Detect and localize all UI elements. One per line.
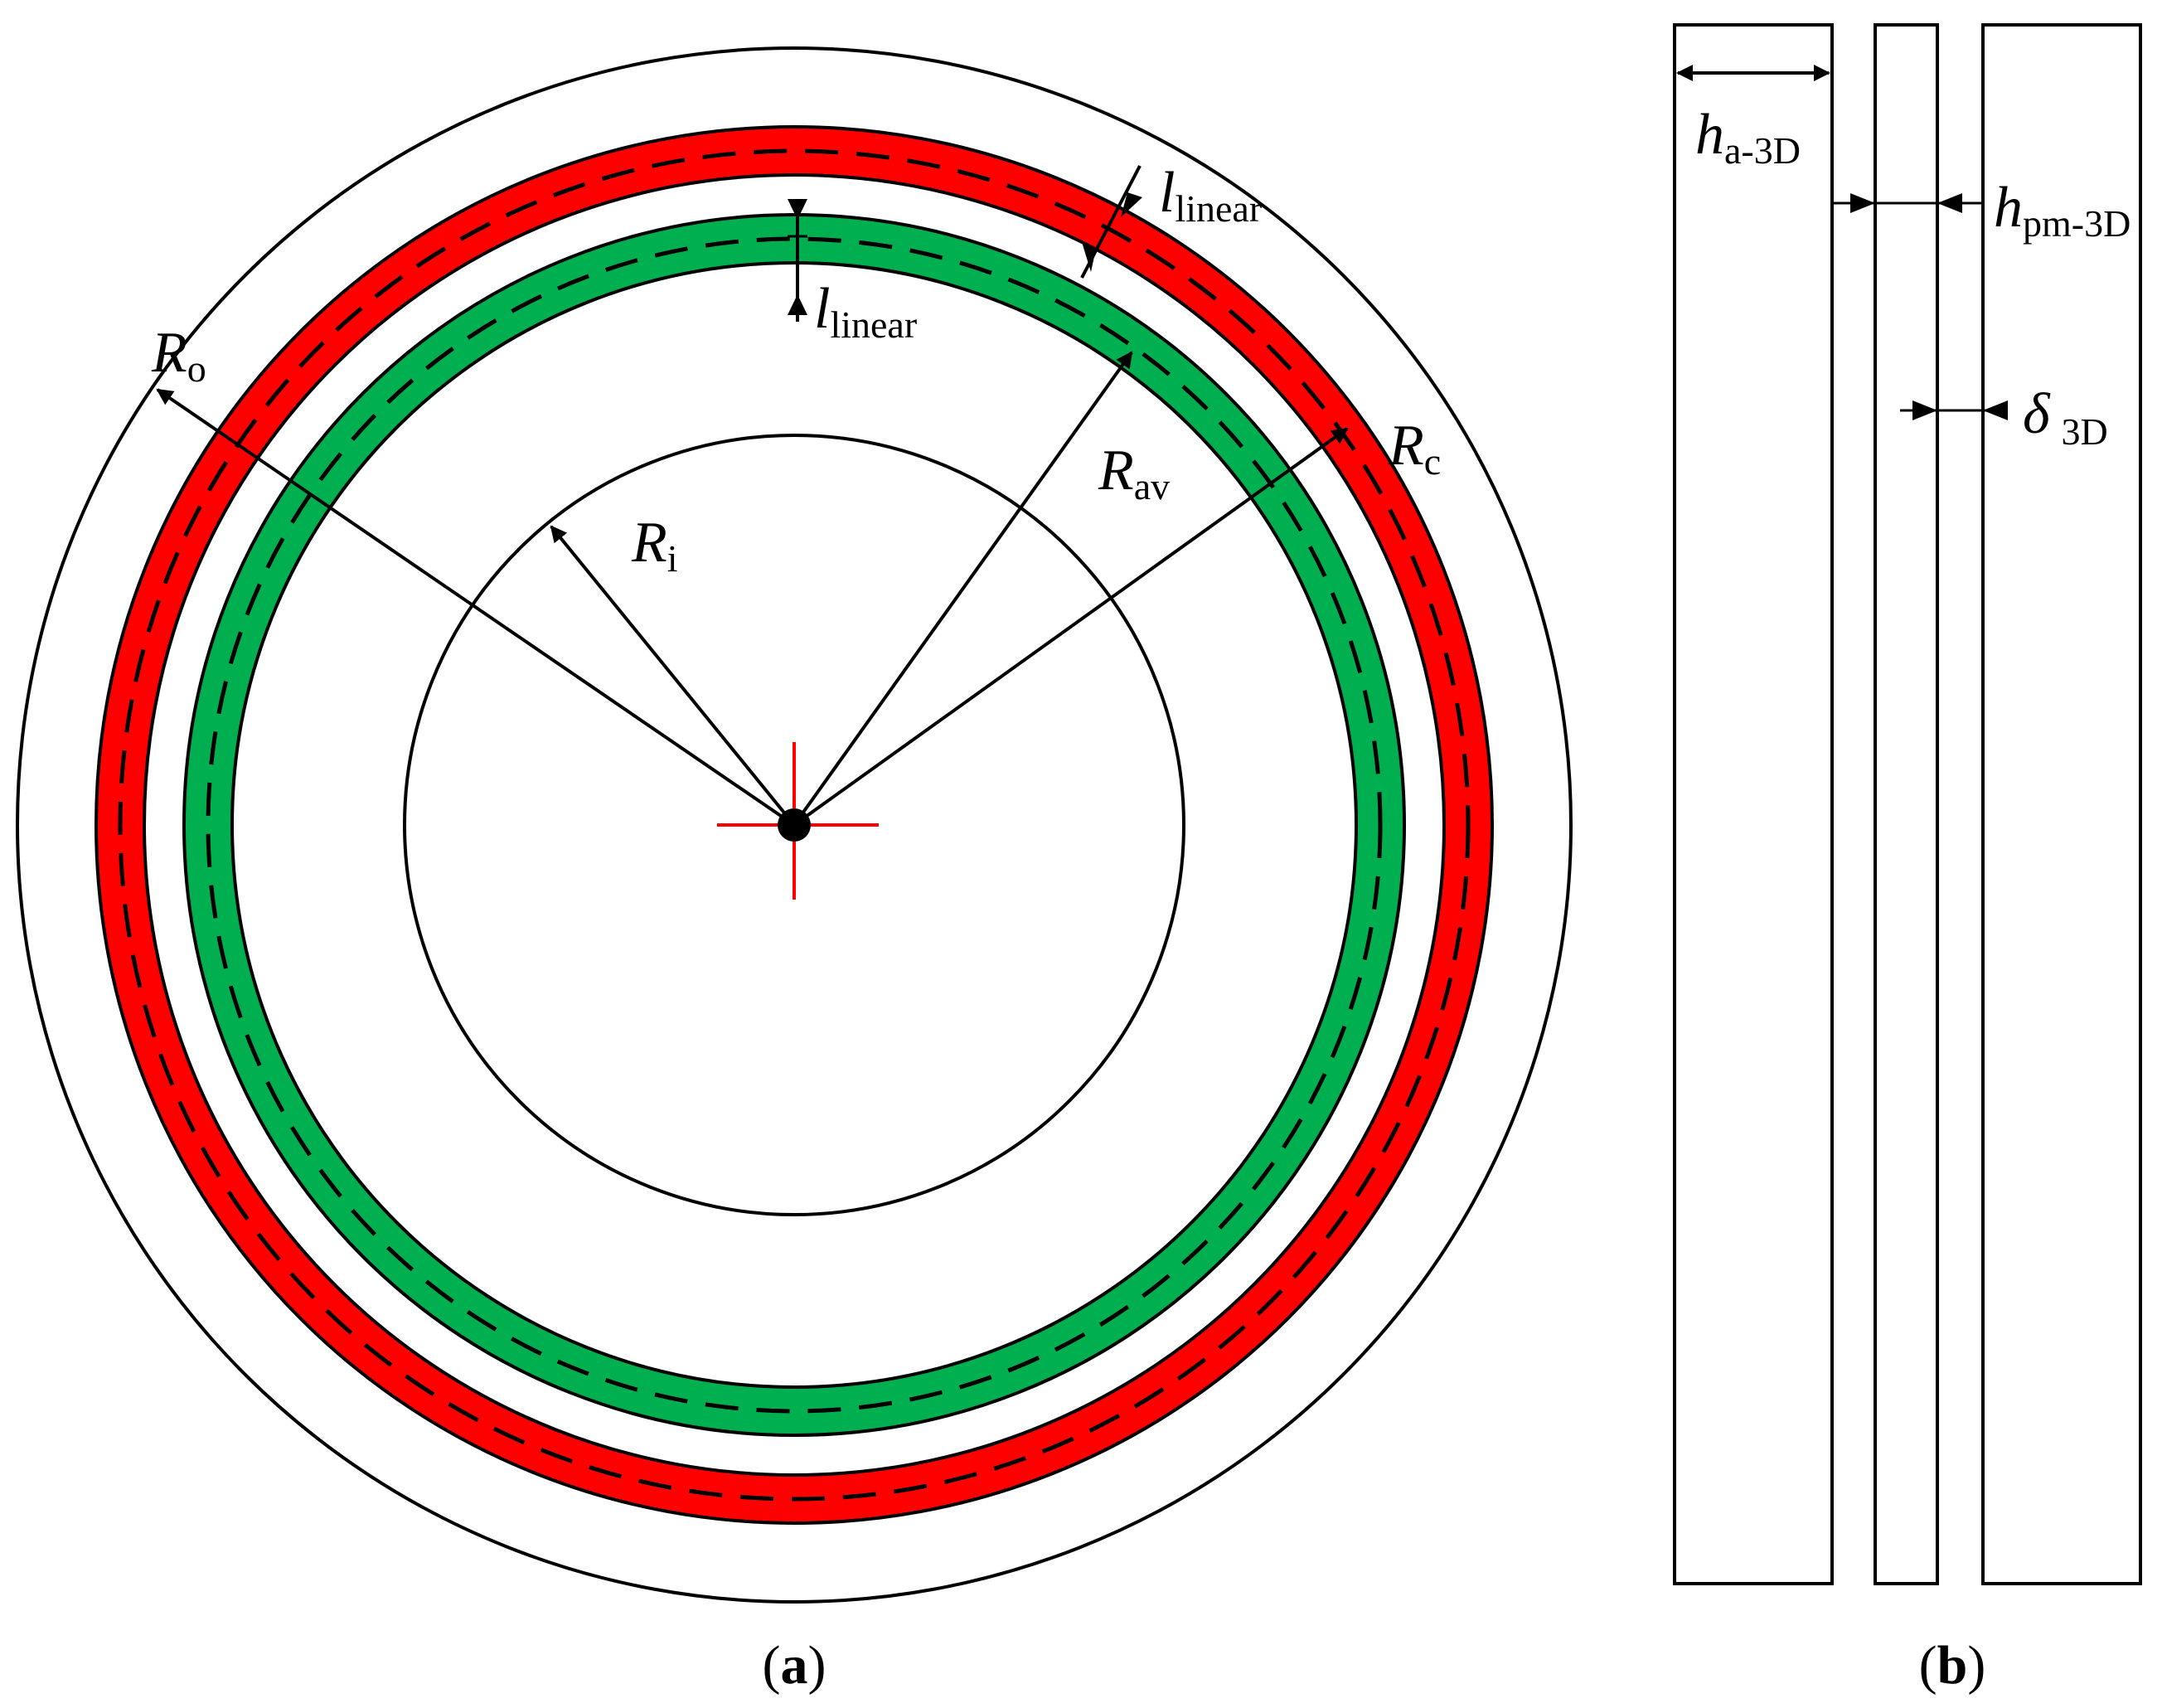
l-linear-top-arrow-up (788, 294, 807, 315)
magnet-ring-inner-edge (143, 173, 1446, 1477)
l-linear-right-arrow-inward (1121, 192, 1142, 217)
panel-a: Ro Ri Rav Rc llinear llinear (a) (16, 46, 1573, 1696)
back-iron-strip (1981, 23, 2142, 1585)
radius-rav-line (793, 351, 1133, 827)
label-l-linear-right: llinear (1159, 161, 1262, 230)
outer-circle (16, 46, 1573, 1604)
label-r-c: Rc (1388, 414, 1441, 483)
label-r-av: Rav (1098, 439, 1170, 507)
coil-ring-dashed-centerline (206, 236, 1383, 1414)
label-r-o: Ro (151, 321, 206, 390)
delta-arrow-left (1912, 400, 1937, 420)
caption-a: (a) (763, 1635, 827, 1696)
label-r-i: Ri (631, 511, 678, 580)
magnet-strip (1874, 23, 1939, 1585)
radius-ro-line (156, 388, 796, 827)
l-linear-right-arrow-outward (1082, 242, 1096, 272)
armature-strip (1673, 23, 1834, 1585)
magnet-ring-dashed-centerline (118, 148, 1471, 1502)
label-h-a-3d: ha-3D (1695, 103, 1801, 172)
coil-ring-outer-edge (182, 213, 1406, 1437)
label-h-pm-3d: hpm-3D (1994, 176, 2130, 245)
label-l-linear-top: llinear (814, 277, 917, 346)
h-pm-arrow-left (1850, 193, 1875, 213)
center-point (778, 808, 811, 842)
delta-arrow-right (1983, 400, 2008, 420)
inner-circle (403, 434, 1185, 1216)
radius-rc-line (793, 427, 1349, 827)
magnet-ring-outer-edge (95, 125, 1494, 1525)
caption-b: (b) (1919, 1635, 1986, 1696)
coil-ring-inner-edge (230, 261, 1358, 1389)
radius-ri-line (550, 525, 796, 827)
l-linear-top-arrow-down (788, 199, 807, 220)
h-pm-arrow-right (1937, 193, 1962, 213)
